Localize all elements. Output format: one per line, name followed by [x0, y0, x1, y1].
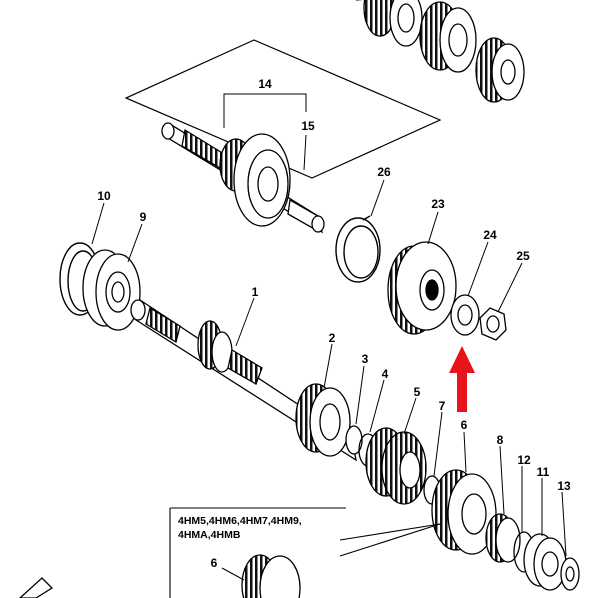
gear-23	[387, 241, 457, 335]
upper-shaft-assembly	[161, 122, 325, 234]
label-6-inset: 6	[211, 556, 218, 570]
label-13: 13	[557, 479, 571, 493]
gear-8	[485, 513, 521, 563]
label-9: 9	[140, 210, 147, 224]
gear-5	[365, 427, 427, 505]
gear-6	[431, 469, 497, 555]
nut-25	[479, 307, 507, 341]
label-3: 3	[362, 352, 369, 366]
washer-24	[450, 294, 480, 336]
model-note-bracket	[169, 507, 441, 598]
label-15: 15	[301, 119, 315, 133]
leader-lines	[91, 93, 567, 581]
label-23: 23	[431, 197, 445, 211]
label-6: 6	[461, 418, 468, 432]
label-8: 8	[497, 433, 504, 447]
bottom-left-fragment	[19, 577, 54, 598]
label-26: 26	[377, 165, 391, 179]
label-4: 4	[382, 367, 389, 381]
red-pointer-arrow	[449, 346, 475, 412]
washer-3	[345, 425, 363, 455]
label-12: 12	[517, 453, 531, 467]
label-11: 11	[537, 465, 550, 479]
label-2: 2	[329, 331, 336, 345]
label-10: 10	[97, 189, 111, 203]
circlip-26	[335, 215, 381, 283]
label-5: 5	[414, 385, 421, 399]
label-7: 7	[439, 399, 446, 413]
part-labels: 14 15 26 23 24 25 10 9 1 2 3 4 5 7 6 8 1…	[97, 77, 571, 570]
top-gear-cluster	[356, 0, 525, 103]
label-24: 24	[483, 228, 497, 242]
nut-13	[560, 557, 580, 591]
label-25: 25	[516, 249, 530, 263]
bearing-11	[523, 533, 567, 591]
label-14: 14	[258, 77, 272, 91]
bearing-9	[82, 249, 141, 331]
gear-2	[295, 383, 351, 457]
model-note-line2: 4HMA,4HMB	[178, 529, 241, 541]
inset-gear-6	[241, 554, 301, 598]
model-note-line1: 4HM5,4HM6,4HM7,4HM9,	[178, 515, 302, 527]
label-1: 1	[252, 285, 259, 299]
